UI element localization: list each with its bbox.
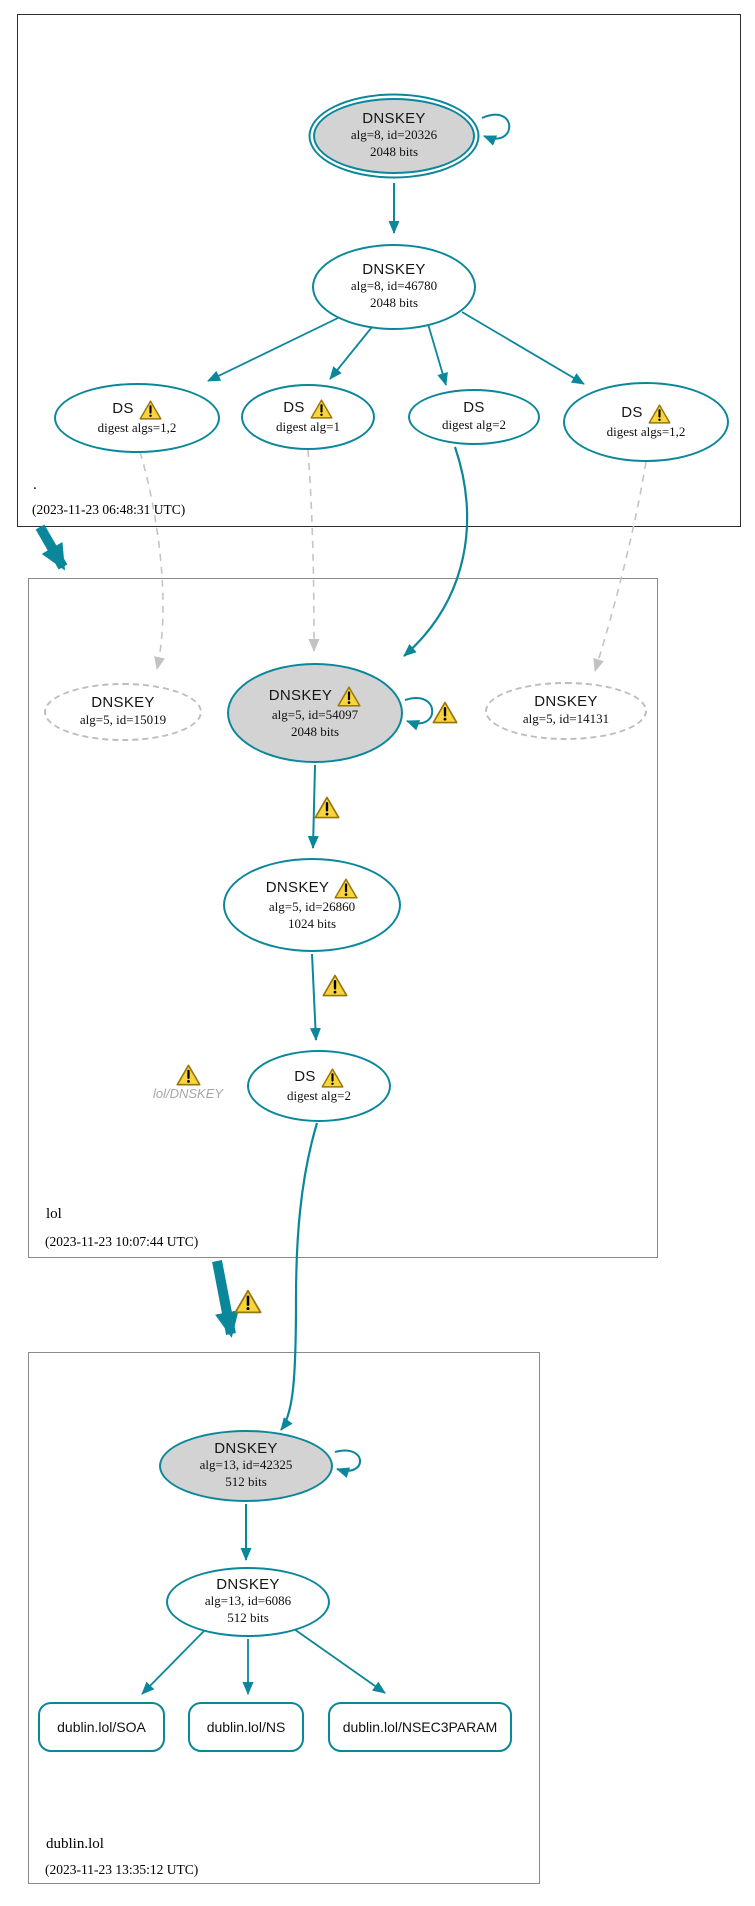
edge-root-ds2-to-lol-key-54097 xyxy=(307,449,320,652)
warning-icon xyxy=(176,1064,201,1086)
node-keysize: 2048 bits xyxy=(290,723,340,739)
edge-root-ds1-to-lol-key-15019 xyxy=(139,451,165,670)
edge-lol-key-26860-to-ds xyxy=(309,953,321,1041)
node-type-label: DNSKEY xyxy=(534,693,598,711)
rrset-label: dublin.lol/SOA xyxy=(57,1719,146,1735)
zone-name-dublin-lol: dublin.lol xyxy=(46,1836,104,1852)
node-params: alg=8, id=46780 xyxy=(350,278,438,294)
node-type-label: DS xyxy=(463,399,485,417)
node-lol-ds[interactable]: DS digest alg=2 xyxy=(247,1050,391,1122)
delegation-arrow-root-to-lol xyxy=(35,524,68,571)
rrset-dublin-ns[interactable]: dublin.lol/NS xyxy=(188,1702,304,1752)
node-params: digest algs=1,2 xyxy=(606,423,686,439)
node-params: alg=8, id=20326 xyxy=(350,127,438,143)
node-type-label: DNSKEY xyxy=(362,109,426,127)
edge-lol-key-54097-self-loop xyxy=(404,697,434,731)
edge-root-zsk-to-ds1 xyxy=(207,317,339,382)
node-params: alg=13, id=6086 xyxy=(204,1593,292,1609)
node-keysize: 512 bits xyxy=(227,1610,269,1626)
edge-root-ksk-self-loop xyxy=(481,113,511,146)
edge-lol-key-54097-to-26860 xyxy=(307,764,319,849)
node-type-label: DNSKEY xyxy=(268,686,333,704)
zone-box-root xyxy=(17,14,741,527)
node-keysize: 512 bits xyxy=(225,1474,267,1490)
node-params: digest algs=1,2 xyxy=(97,419,177,435)
edge-dublin-ksk-self-loop xyxy=(334,1449,361,1478)
node-root-ds-4[interactable]: DS digest algs=1,2 xyxy=(563,382,729,462)
rrset-label: dublin.lol/NS xyxy=(206,1719,286,1735)
warning-icon xyxy=(648,403,671,424)
warning-icon xyxy=(234,1289,262,1314)
node-keysize: 1024 bits xyxy=(287,915,337,931)
edge-root-zsk-to-ds3 xyxy=(427,323,448,386)
zone-name-lol: lol xyxy=(46,1206,62,1222)
node-type-label: DNSKEY xyxy=(216,1575,280,1593)
edge-root-zsk-to-ds4 xyxy=(461,311,585,385)
node-root-ksk[interactable]: DNSKEY alg=8, id=20326 2048 bits xyxy=(313,98,475,174)
warning-icon xyxy=(321,1067,344,1088)
rrset-dublin-nsec3param[interactable]: dublin.lol/NSEC3PARAM xyxy=(328,1702,512,1752)
warning-icon xyxy=(322,974,348,997)
missing-rrset-label: lol/DNSKEY xyxy=(152,1086,224,1101)
edge-root-ds4-to-lol-key-14131 xyxy=(593,461,647,672)
node-root-ds-2[interactable]: DS digest alg=1 xyxy=(241,384,375,450)
warning-icon xyxy=(139,399,162,420)
node-type-label: DS xyxy=(283,399,305,417)
edge-root-ds3-to-lol-key-54097 xyxy=(403,446,469,657)
node-lol-dnskey-14131[interactable]: DNSKEY alg=5, id=14131 xyxy=(485,682,647,740)
node-lol-dnskey-54097[interactable]: DNSKEY alg=5, id=54097 2048 bits xyxy=(227,663,403,763)
node-type-label: DNSKEY xyxy=(91,694,155,712)
delegation-arrow-lol-to-dublin xyxy=(212,1260,239,1338)
node-params: alg=13, id=42325 xyxy=(199,1457,293,1473)
zone-name-root: . xyxy=(33,477,37,493)
node-params: alg=5, id=26860 xyxy=(268,898,356,914)
node-params: alg=5, id=54097 xyxy=(271,706,359,722)
node-type-label: DS xyxy=(294,1068,316,1086)
node-root-ds-1[interactable]: DS digest algs=1,2 xyxy=(54,383,220,453)
node-root-zsk[interactable]: DNSKEY alg=8, id=46780 2048 bits xyxy=(312,244,476,330)
node-keysize: 2048 bits xyxy=(369,295,419,311)
edge-dublin-zsk-to-soa xyxy=(141,1630,205,1695)
node-params: digest alg=2 xyxy=(441,416,507,432)
node-dublin-ksk[interactable]: DNSKEY alg=13, id=42325 512 bits xyxy=(159,1430,333,1502)
node-params: digest alg=2 xyxy=(286,1087,352,1103)
zone-timestamp-root: (2023-11-23 06:48:31 UTC) xyxy=(32,502,186,517)
zone-timestamp-dublin-lol: (2023-11-23 13:35:12 UTC) xyxy=(45,1862,199,1877)
zone-box-dublin-lol xyxy=(28,1352,540,1884)
node-params: digest alg=1 xyxy=(275,418,341,434)
node-lol-dnskey-26860[interactable]: DNSKEY alg=5, id=26860 1024 bits xyxy=(223,858,401,952)
warning-icon xyxy=(432,701,458,724)
zone-box-lol xyxy=(28,578,658,1258)
rrset-dublin-soa[interactable]: dublin.lol/SOA xyxy=(38,1702,165,1752)
warning-icon xyxy=(314,796,340,819)
node-root-ds-3[interactable]: DS digest alg=2 xyxy=(408,389,540,445)
warning-icon xyxy=(337,686,361,707)
edge-lol-ds-to-dublin-ksk xyxy=(280,1122,319,1431)
node-type-label: DNSKEY xyxy=(265,878,330,896)
node-params: alg=5, id=14131 xyxy=(522,710,610,726)
node-dublin-zsk[interactable]: DNSKEY alg=13, id=6086 512 bits xyxy=(166,1567,330,1637)
node-lol-dnskey-15019[interactable]: DNSKEY alg=5, id=15019 xyxy=(44,683,202,741)
warning-icon xyxy=(334,878,358,899)
edge-root-zsk-to-ds2 xyxy=(329,326,373,380)
rrset-label: dublin.lol/NSEC3PARAM xyxy=(342,1719,498,1735)
edge-dublin-zsk-to-nsec3param xyxy=(293,1628,386,1694)
node-type-label: DS xyxy=(621,404,643,422)
node-keysize: 2048 bits xyxy=(369,144,419,160)
node-type-label: DNSKEY xyxy=(214,1439,278,1457)
node-params: alg=5, id=15019 xyxy=(79,711,167,727)
node-type-label: DNSKEY xyxy=(362,260,426,278)
warning-icon xyxy=(310,398,333,419)
zone-timestamp-lol: (2023-11-23 10:07:44 UTC) xyxy=(45,1234,199,1249)
node-type-label: DS xyxy=(112,400,134,418)
